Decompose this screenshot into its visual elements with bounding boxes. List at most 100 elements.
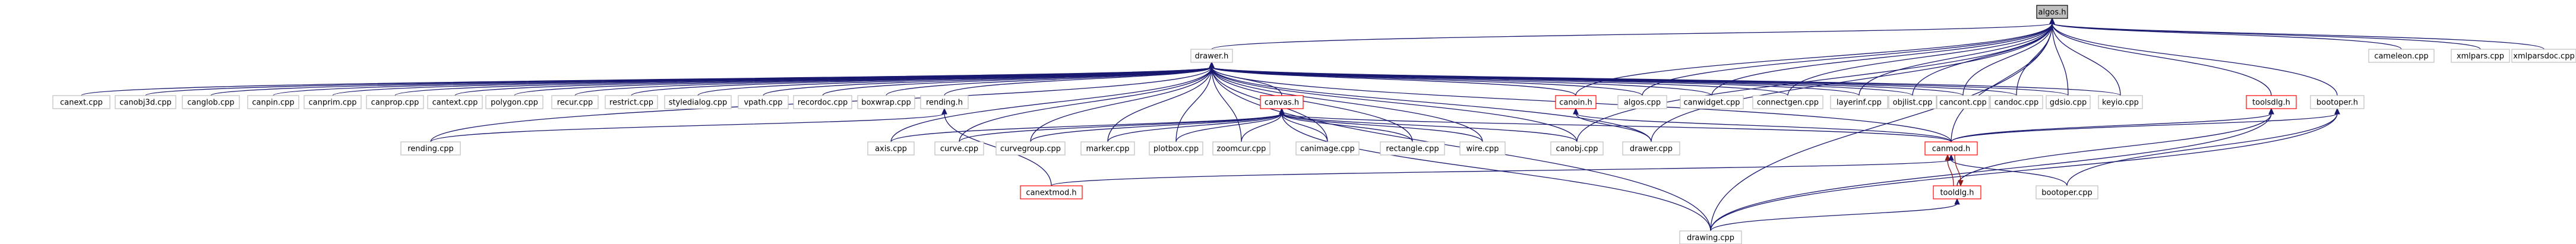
edge-layerinf-cpp-to-algos-h: [1858, 23, 2053, 96]
node-drawer-cpp[interactable]: drawer.cpp: [1622, 141, 1680, 156]
node-box: [1679, 230, 1742, 244]
node-toolsdlg-h[interactable]: toolsdlg.h: [2246, 95, 2297, 109]
node-canvas-h[interactable]: canvas.h: [1260, 95, 1304, 109]
node-box: [1680, 95, 1744, 109]
node-label: canprim.cpp: [308, 99, 356, 107]
node-label: cantext.cpp: [432, 99, 478, 107]
edge-keyio-cpp-to-drawer-h: [1211, 66, 2121, 96]
node-canpin-cpp[interactable]: canpin.cpp: [247, 95, 299, 109]
node-cameleon-cpp[interactable]: cameleon.cpp: [2368, 49, 2435, 63]
node-cancont-cpp[interactable]: cancont.cpp: [1936, 95, 1990, 109]
node-bootoper-h[interactable]: bootoper.h: [2310, 95, 2365, 109]
node-connectgen-cpp[interactable]: connectgen.cpp: [1752, 95, 1823, 109]
node-xmlpars-cpp[interactable]: xmlpars.cpp: [2451, 49, 2510, 63]
edge-recordoc-cpp-to-drawer-h: [822, 66, 1212, 96]
node-canimage-cpp[interactable]: canimage.cpp: [1295, 141, 1360, 156]
node-restrict-cpp[interactable]: restrict.cpp: [605, 95, 658, 109]
edge-canobj-cpp-to-drawer-h: [1211, 66, 1578, 142]
node-curve-cpp[interactable]: curve.cpp: [934, 141, 984, 156]
node-box: [1459, 141, 1506, 156]
node-algos-cpp[interactable]: algos.cpp: [1617, 95, 1667, 109]
node-zoomcur-cpp[interactable]: zoomcur.cpp: [1212, 141, 1270, 156]
edge-arrowhead: [1209, 61, 1215, 68]
node-label: cameleon.cpp: [2374, 52, 2428, 61]
edge-rectangle-cpp-to-canvas-h: [1281, 113, 1413, 142]
edge-tooldlg-h-to-canmod-h: [1947, 159, 1954, 186]
edge-canextmod-h-to-canmod-h: [1051, 159, 1952, 186]
node-canprim-cpp[interactable]: canprim.cpp: [304, 95, 362, 109]
node-layerinf-cpp[interactable]: layerinf.cpp: [1830, 95, 1888, 109]
node-canoin-h[interactable]: canoin.h: [1555, 95, 1597, 109]
edge-drawer-h-to-algos-h: [1211, 23, 2053, 50]
node-canprop-cpp[interactable]: canprop.cpp: [366, 95, 424, 109]
node-xmlparsdoc-cpp[interactable]: xmlparsdoc.cpp: [2511, 49, 2576, 63]
edge-cancont-cpp-to-algos-h: [1962, 23, 2053, 96]
node-label: recur.cpp: [557, 99, 593, 107]
node-axis-cpp[interactable]: axis.cpp: [867, 141, 915, 156]
node-gdsio-cpp[interactable]: gdsio.cpp: [2046, 95, 2091, 109]
edge-drawing-cpp-to-algos-h: [1710, 23, 2053, 232]
edge-zoomcur-cpp-to-canvas-h: [1241, 113, 1282, 142]
node-canext-cpp[interactable]: canext.cpp: [52, 95, 110, 109]
node-canglob-cpp[interactable]: canglob.cpp: [182, 95, 240, 109]
node-label: drawer.h: [1195, 52, 1229, 61]
node-wire-cpp[interactable]: wire.cpp: [1459, 141, 1506, 156]
edge-arrowhead: [2049, 17, 2055, 24]
node-tooldlg-h[interactable]: tooldlg.h: [1933, 185, 1981, 199]
node-canobj-cpp[interactable]: canobj.cpp: [1550, 141, 1604, 156]
node-label: toolsdlg.h: [2252, 99, 2290, 107]
node-box: [793, 95, 852, 109]
node-canwidget-cpp[interactable]: canwidget.cpp: [1680, 95, 1744, 109]
node-box: [867, 141, 915, 156]
node-candoc-cpp[interactable]: candoc.cpp: [1990, 95, 2043, 109]
node-plotbox-cpp[interactable]: plotbox.cpp: [1149, 141, 1203, 156]
node-recur-cpp[interactable]: recur.cpp: [551, 95, 599, 109]
edge-cameleon-cpp-to-algos-h: [2052, 23, 2402, 50]
node-box: [2036, 5, 2068, 19]
node-bootoper-cpp[interactable]: bootoper.cpp: [2035, 185, 2098, 199]
node-polygon-cpp[interactable]: polygon.cpp: [485, 95, 543, 109]
edge-drawer-cpp-to-algos-h: [1651, 23, 2053, 142]
node-styledialog-cpp[interactable]: styledialog.cpp: [664, 95, 732, 109]
node-label: curve.cpp: [940, 145, 978, 154]
node-label: plotbox.cpp: [1153, 145, 1199, 154]
node-marker-cpp[interactable]: marker.cpp: [1080, 141, 1135, 156]
node-box: [247, 95, 299, 109]
node-objlist-cpp[interactable]: objlist.cpp: [1888, 95, 1937, 109]
node-box: [1888, 95, 1937, 109]
node-label: boxwrap.cpp: [861, 99, 911, 107]
edge-arrowhead: [1945, 154, 1951, 161]
node-drawer-h[interactable]: drawer.h: [1190, 49, 1233, 63]
edge-cancont-cpp-to-drawer-h: [1211, 66, 1964, 96]
node-label: canpin.cpp: [252, 99, 294, 107]
node-canobj3d-cpp[interactable]: canobj3d.cpp: [115, 95, 176, 109]
node-recordoc-cpp[interactable]: recordoc.cpp: [793, 95, 852, 109]
node-canextmod-h[interactable]: canextmod.h: [1020, 185, 1083, 199]
node-curvegroup-cpp[interactable]: curvegroup.cpp: [995, 141, 1066, 156]
node-box: [366, 95, 424, 109]
edge-drawer-cpp-to-canoin-h: [1575, 113, 1652, 142]
node-label: algos.h: [2038, 8, 2066, 17]
node-label: xmlpars.cpp: [2457, 52, 2504, 61]
node-label: canoin.h: [1559, 99, 1592, 107]
node-boxwrap-cpp[interactable]: boxwrap.cpp: [857, 95, 915, 109]
edge-tooldlg-h-to-toolsdlg-h: [1957, 113, 2272, 186]
node-box: [2046, 95, 2091, 109]
node-rectangle-cpp[interactable]: rectangle.cpp: [1380, 141, 1445, 156]
node-algos-h[interactable]: algos.h: [2036, 5, 2068, 19]
node-canmod-h[interactable]: canmod.h: [1924, 141, 1978, 156]
node-keyio-cpp[interactable]: keyio.cpp: [2098, 95, 2143, 109]
node-cantext-cpp[interactable]: cantext.cpp: [427, 95, 483, 109]
graph-edges: [81, 17, 2545, 232]
node-vpath-cpp[interactable]: vpath.cpp: [738, 95, 789, 109]
node-drawing-cpp[interactable]: drawing.cpp: [1679, 230, 1742, 244]
node-rending-cpp[interactable]: rending.cpp: [400, 141, 461, 156]
node-label: wire.cpp: [1466, 145, 1499, 154]
node-rending-h[interactable]: rending.h: [920, 95, 969, 109]
node-box: [995, 141, 1066, 156]
node-box: [1020, 185, 1083, 199]
edge-drawer-cpp-to-drawer-h: [1211, 66, 1652, 142]
edge-bootoper-cpp-to-canmod-h: [1951, 159, 2068, 186]
node-box: [2368, 49, 2435, 63]
